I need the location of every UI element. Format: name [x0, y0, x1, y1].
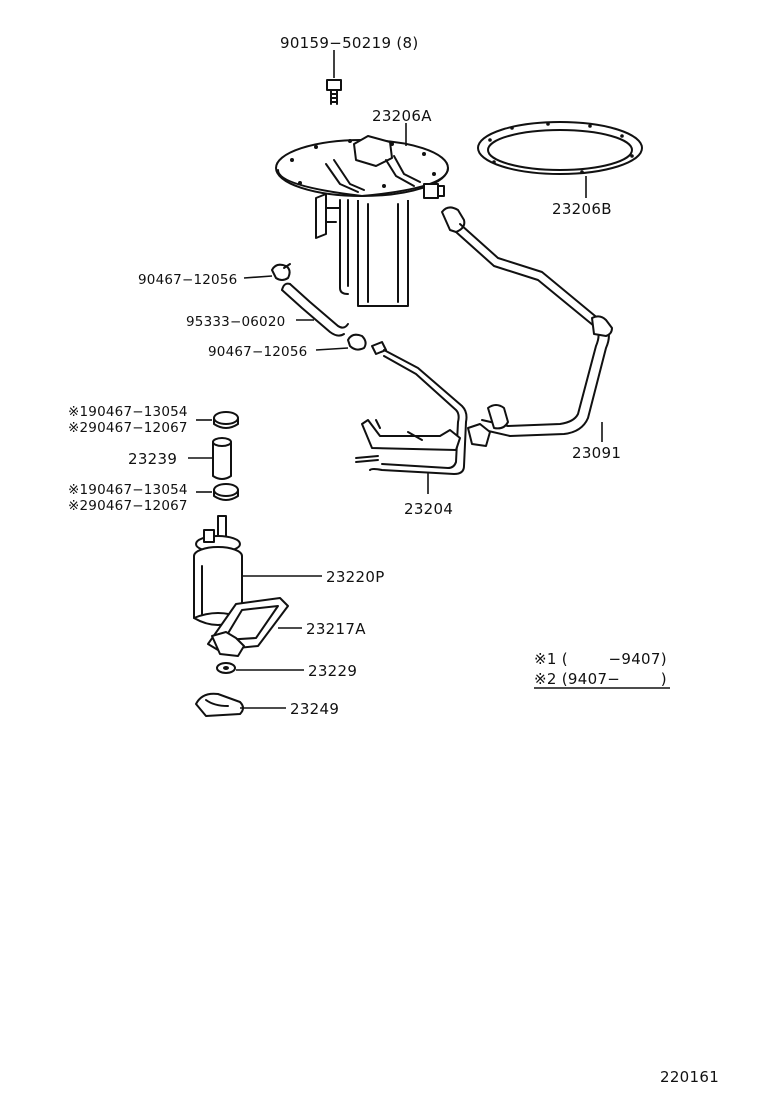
label-retainer: 23249 [290, 700, 339, 718]
legend-line-1: ※1 ( −9407) [534, 650, 667, 668]
label-pipe-right: 23091 [572, 444, 621, 462]
label-short-hose: 23239 [128, 450, 177, 468]
label-clamp-top: 90467−12056 [138, 272, 237, 288]
gasket-part [477, 121, 643, 175]
label-sender-assy: 23206A [372, 107, 432, 125]
fuel-pipe-right [441, 206, 613, 437]
bolt-part [326, 50, 342, 105]
label-clamp2-b: ※290467−12067 [68, 498, 188, 514]
clamp-top-part [271, 263, 291, 281]
label-gasket: 23206B [552, 200, 612, 218]
label-filter: 23217A [306, 620, 366, 638]
legend-line-2: ※2 (9407− ) [534, 670, 667, 688]
label-hose: 95333−06020 [186, 314, 285, 330]
clamp-group-2-part [213, 483, 239, 501]
filter-part [207, 597, 289, 657]
sender-assembly [275, 135, 449, 307]
label-cushion: 23229 [308, 662, 357, 680]
retainer-part [195, 692, 244, 717]
applicability-legend: ※1 ( −9407) ※2 (9407− ) [534, 650, 670, 689]
label-pipe-center: 23204 [404, 500, 453, 518]
label-clamp-mid: 90467−12056 [208, 344, 307, 360]
label-clamp1-a: ※190467−13054 [68, 404, 188, 420]
clamp-mid-part [347, 333, 367, 351]
label-bolt: 90159−50219 (8) [280, 34, 419, 52]
clamp-group-1-part [213, 411, 239, 429]
diagram-code: 220161 [660, 1068, 719, 1086]
label-pump: 23220P [326, 568, 385, 586]
hose-part [281, 282, 349, 337]
short-hose-part [212, 437, 232, 480]
fuel-pipe-center [355, 341, 491, 475]
label-clamp1-b: ※290467−12067 [68, 420, 188, 436]
cushion-part [216, 662, 236, 674]
label-clamp2-a: ※190467−13054 [68, 482, 188, 498]
